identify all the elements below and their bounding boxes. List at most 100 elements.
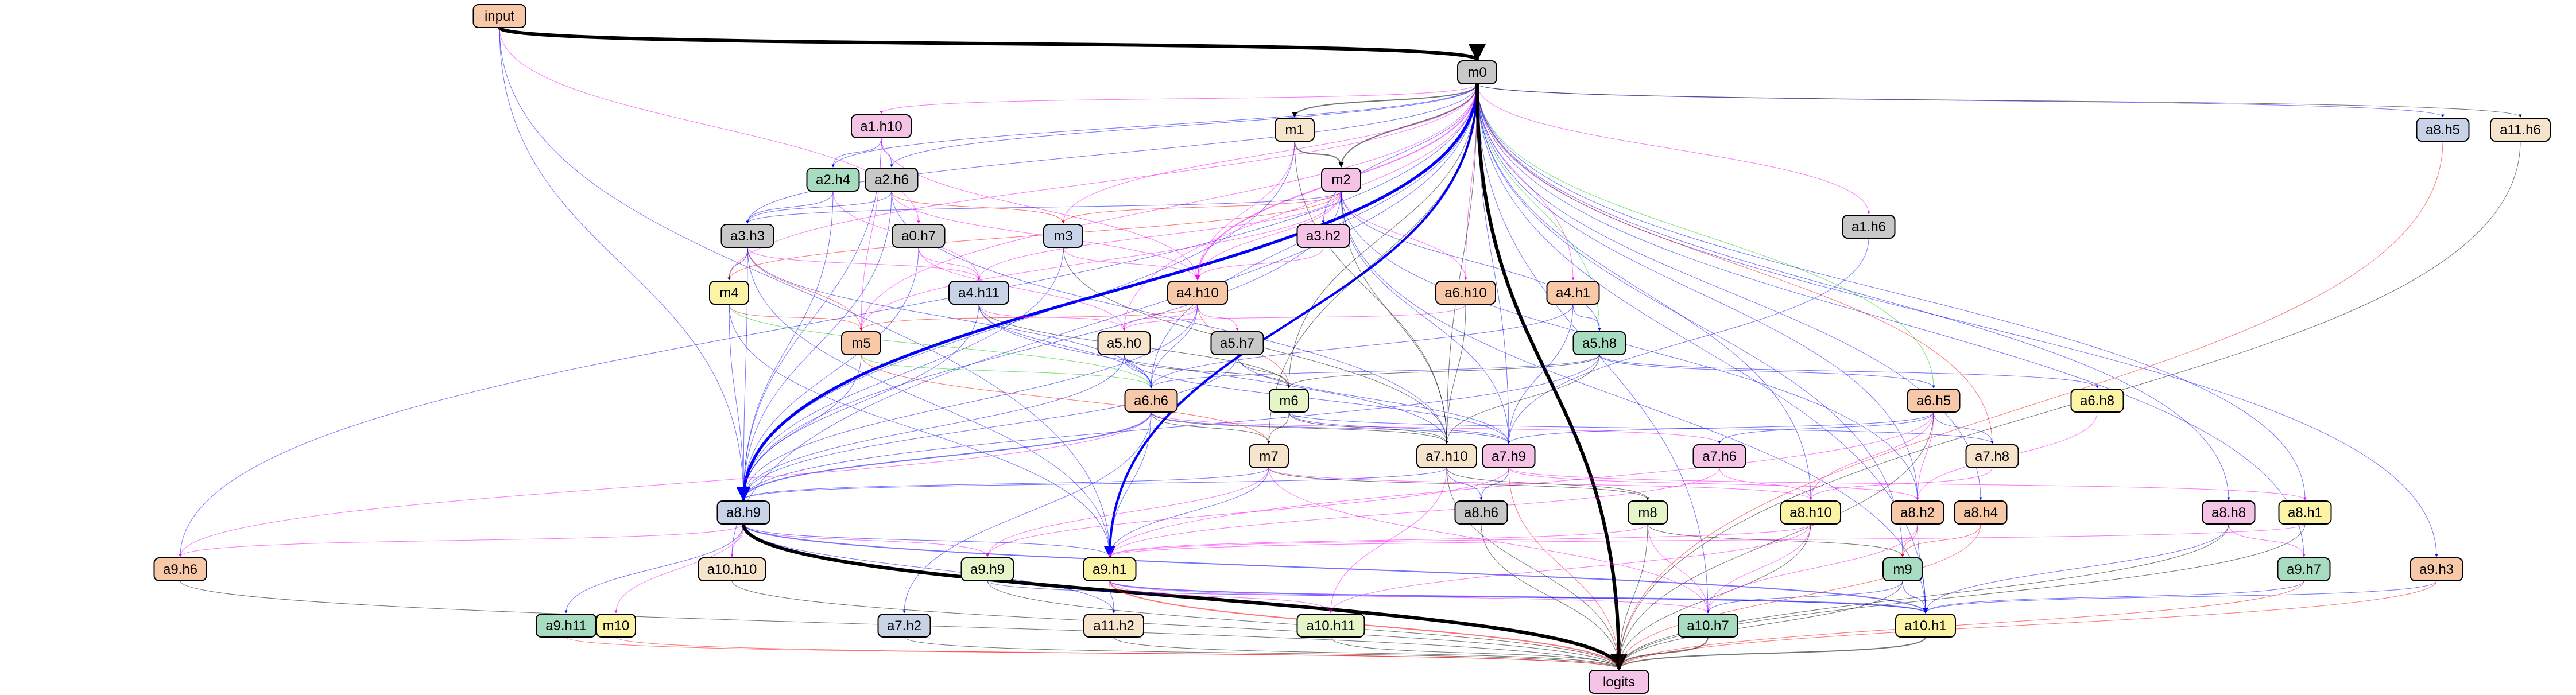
node-m0: m0 [1457, 60, 1497, 84]
node-box-a1-h6 [1842, 215, 1896, 239]
edge-a1-h10-to-a8-h9 [742, 137, 882, 500]
edge-m2-to-a8-h9 [742, 191, 1342, 500]
node-label-m3: m3 [1053, 228, 1072, 244]
node-box-a7-h8 [1965, 444, 2019, 468]
edge-a3-h3-to-a4-h11 [747, 247, 981, 281]
node-label-m8: m8 [1638, 505, 1657, 521]
edge-a4-h10-to-a5-h0 [1122, 304, 1198, 331]
edge-a6-h6-to-a7-h10 [1151, 411, 1448, 444]
node-box-a6-h10 [1435, 281, 1496, 305]
node-a5-h0: a5.h0 [1097, 331, 1151, 355]
edge-m6-to-m7 [1267, 411, 1289, 444]
edge-m3-to-a8-h9 [742, 247, 1064, 500]
edge-m1-to-a7-h10 [1294, 141, 1448, 444]
edge-a6-h5-to-a8-h10 [1809, 411, 1934, 500]
node-a9-h3: a9.h3 [2410, 557, 2463, 581]
edge-m0-to-m7 [1267, 83, 1478, 444]
edge-a5-h0-to-a8-h9 [742, 354, 1125, 500]
edge-m3-to-a4-h10 [1063, 247, 1199, 281]
edge-m8-to-m9 [1647, 523, 1904, 557]
edge-m2-to-a6-h10 [1341, 191, 1467, 281]
edge-a2-h4-to-a3-h3 [746, 191, 834, 224]
edge-a4-h10-to-a8-h9 [742, 304, 1198, 500]
node-m9: m9 [1882, 557, 1923, 581]
node-label-a8-h1: a8.h1 [2288, 505, 2322, 521]
node-label-a7-h2: a7.h2 [887, 618, 921, 634]
node-a7-h10: a7.h10 [1416, 444, 1477, 468]
node-label-a9-h6: a9.h6 [163, 562, 197, 577]
node-label-a7-h8: a7.h8 [1975, 449, 2009, 464]
edge-a8-h4-to-logits [1617, 523, 1981, 670]
node-box-a4-h10 [1167, 281, 1228, 305]
node-label-input: input [485, 9, 514, 24]
edge-a10-h1-to-logits [1616, 636, 1926, 670]
edge-m8-to-a10-h7 [1647, 523, 1710, 614]
edge-m10-to-logits [615, 636, 1621, 670]
edge-a7-h9-to-a8-h2 [1508, 467, 1919, 500]
node-label-m7: m7 [1259, 449, 1278, 464]
node-box-a8-h1 [2278, 500, 2332, 525]
edge-m7-to-a8-h9 [742, 467, 1269, 500]
edge-a8-h9-to-logits [742, 523, 1628, 671]
edge-a3-h3-to-a6-h6 [747, 247, 1153, 389]
edge-a4-h11-to-a6-h6 [978, 304, 1153, 389]
node-box-logits [1589, 670, 1649, 694]
node-box-a7-h10 [1416, 444, 1477, 468]
node-box-m4 [709, 281, 749, 305]
node-a8-h8: a8.h8 [2202, 500, 2256, 525]
edge-a8-h9-to-a10-h10 [730, 523, 744, 557]
node-a6-h8: a6.h8 [2070, 389, 2124, 413]
edge-m0-to-a2-h6 [890, 83, 1478, 168]
edge-input-to-a9-h1 [499, 27, 1111, 557]
edge-a9-h1-to-a11-h2 [1109, 580, 1115, 614]
edge-a8-h1-to-a9-h1 [1108, 523, 2306, 557]
node-label-a4-h1: a4.h1 [1556, 285, 1590, 301]
node-box-a11-h6 [2490, 118, 2551, 142]
edge-a9-h1-to-a10-h7 [1109, 580, 1710, 614]
edge-input-to-m0 [498, 26, 1485, 61]
node-box-a8-h9 [716, 500, 770, 525]
node-a7-h9: a7.h9 [1482, 444, 1536, 468]
edge-a2-h6-to-a3-h3 [746, 191, 892, 224]
node-label-m1: m1 [1285, 122, 1304, 138]
node-box-m9 [1882, 557, 1923, 581]
node-a4-h11: a4.h11 [948, 281, 1009, 305]
edge-m2-to-a10-h1 [1341, 191, 1927, 614]
node-label-a8-h8: a8.h8 [2211, 505, 2246, 521]
edge-m0-to-a6-h5 [1477, 83, 1935, 389]
node-a6-h6: a6.h6 [1124, 389, 1178, 413]
edge-m2-to-a8-h2 [1341, 191, 1919, 500]
node-a10-h1: a10.h1 [1895, 614, 1956, 638]
edge-a11-h6-to-logits [1617, 141, 2521, 670]
node-box-a9-h3 [2410, 557, 2463, 581]
node-a9-h6: a9.h6 [153, 557, 207, 581]
node-label-a6-h10: a6.h10 [1444, 285, 1486, 301]
edge-a8-h8-to-logits [1617, 523, 2229, 670]
node-label-a2-h4: a2.h4 [816, 172, 850, 188]
node-label-m4: m4 [719, 285, 738, 301]
node-label-m9: m9 [1893, 562, 1912, 577]
edge-a7-h9-to-a8-h6 [1479, 467, 1509, 500]
edge-m4-to-a9-h1 [729, 304, 1111, 557]
edge-a6-h10-to-a5-h0 [1122, 304, 1466, 331]
edge-m0-to-a1-h10 [880, 83, 1478, 114]
edge-a7-h10-to-a8-h9 [742, 467, 1447, 500]
node-a1-h6: a1.h6 [1842, 215, 1896, 239]
edge-a0-h7-to-a4-h11 [918, 247, 981, 281]
edge-m0-to-a8-h10 [1477, 83, 1812, 500]
edge-m4-to-a8-h9 [729, 304, 745, 500]
edge-a9-h7-to-logits [1617, 580, 2304, 670]
edge-a6-h5-to-a8-h2 [1916, 411, 1934, 500]
edge-a8-h9-to-a10-h1 [743, 523, 1928, 614]
edge-m0-to-a5-h0 [1122, 83, 1478, 331]
edge-a9-h1-to-a10-h11 [1109, 580, 1332, 614]
edge-a8-h2-to-a10-h7 [1706, 523, 1918, 614]
node-label-a8-h10: a8.h10 [1789, 505, 1831, 521]
node-box-a5-h7 [1210, 331, 1264, 355]
edge-m0-to-a9-h6 [179, 83, 1478, 557]
edge-m0-to-a9-h3 [1477, 83, 2438, 557]
edge-a5-h8-to-a6-h8 [1599, 354, 2099, 389]
node-a6-h5: a6.h5 [1907, 389, 1961, 413]
